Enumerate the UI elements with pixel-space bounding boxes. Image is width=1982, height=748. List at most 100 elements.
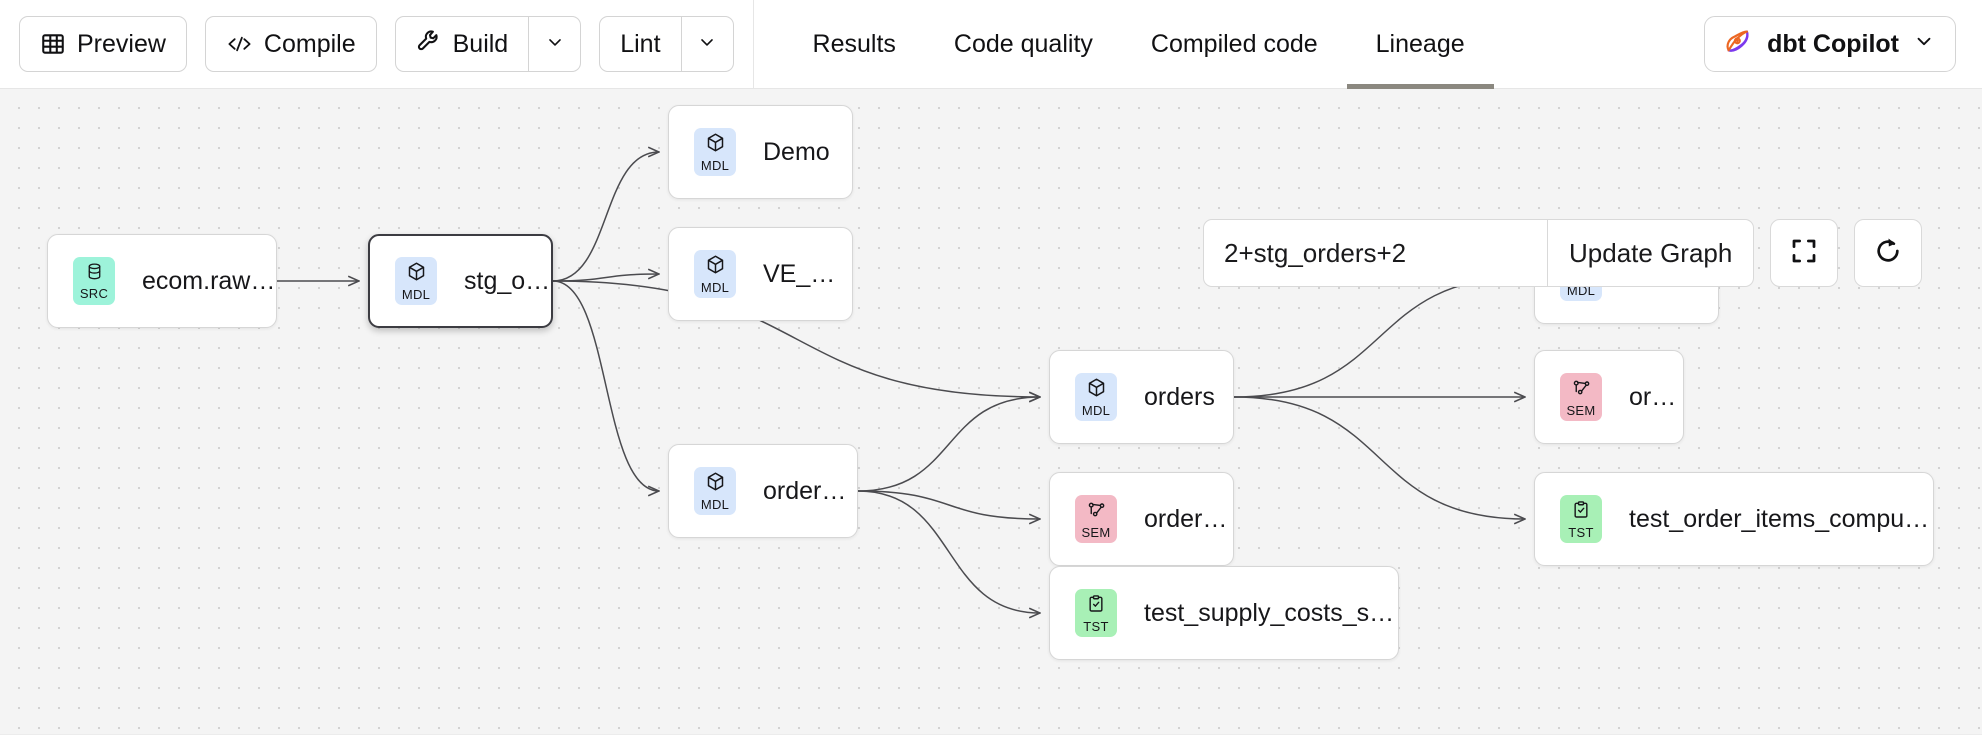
node-selector-input[interactable]: [1204, 220, 1547, 286]
node-type-label: SEM: [1566, 403, 1596, 418]
dbt-copilot-label: dbt Copilot: [1767, 29, 1899, 58]
lineage-edge-stg_orders-to-order_items: [552, 280, 659, 491]
lineage-node-label: Demo: [763, 137, 830, 166]
tab-lineage[interactable]: Lineage: [1346, 0, 1494, 89]
update-graph-button[interactable]: Update Graph: [1547, 220, 1753, 286]
tst-type-icon: [1086, 594, 1106, 619]
fullscreen-button[interactable]: [1770, 219, 1839, 287]
tab-underline-active: [1346, 83, 1494, 89]
node-type-label: SEM: [1081, 525, 1111, 540]
lineage-node-orders_mdl[interactable]: MDL orders: [1049, 350, 1234, 444]
lint-button[interactable]: Lint: [600, 17, 680, 71]
top-toolbar: Preview Compile Build: [0, 0, 1982, 89]
sem-badge: SEM: [1560, 373, 1602, 421]
build-dropdown-toggle[interactable]: [528, 17, 580, 71]
refresh-icon: [1872, 235, 1904, 272]
lint-split-button: Lint: [599, 16, 734, 72]
update-graph-label: Update Graph: [1569, 237, 1733, 268]
fullscreen-icon: [1789, 236, 1819, 271]
lineage-edges: [276, 89, 1982, 734]
node-type-label: MDL: [1081, 403, 1111, 418]
node-type-label: MDL: [401, 287, 431, 302]
mdl-badge: MDL: [694, 467, 736, 515]
lineage-node-test_order_items[interactable]: TST test_order_items_compute_to_bools_c…: [1534, 472, 1934, 566]
tab-code-quality[interactable]: Code quality: [925, 0, 1122, 89]
mdl-badge: MDL: [1075, 373, 1117, 421]
node-type-label: MDL: [700, 497, 730, 512]
lineage-node-ecom_raw_orders[interactable]: SRC ecom.raw_orders: [47, 234, 277, 328]
dbt-copilot-icon: [1723, 26, 1753, 63]
toolbar-divider: [752, 0, 754, 89]
mdl-badge: MDL: [395, 257, 437, 305]
mdl-type-icon: [1086, 377, 1107, 403]
mdl-type-icon: [705, 254, 726, 280]
tst-type-icon: [1571, 500, 1591, 525]
node-type-label: TST: [1083, 618, 1109, 634]
lineage-edge-orders_mdl-to-customers: [1233, 277, 1525, 398]
lineage-node-label: order_item: [1144, 504, 1233, 533]
lineage-edge-order_items-to-orders_mdl: [857, 397, 1040, 492]
mdl-badge: MDL: [694, 128, 736, 176]
lint-dropdown-toggle[interactable]: [680, 17, 733, 71]
lineage-node-test_supply[interactable]: TST test_supply_costs_sum_correctly: [1049, 566, 1399, 660]
mdl-badge: MDL: [694, 250, 736, 298]
build-button[interactable]: Build: [396, 17, 529, 71]
chevron-down-icon: [697, 32, 717, 57]
toolbar-right-group: dbt Copilot: [1704, 16, 1982, 72]
tab-compiled-code[interactable]: Compiled code: [1122, 0, 1347, 89]
preview-button[interactable]: Preview: [19, 16, 187, 72]
mdl-type-icon: [406, 261, 427, 287]
chevron-down-icon: [545, 32, 565, 57]
build-button-label: Build: [452, 29, 509, 58]
lineage-edge-stg_orders-to-orders_mdl: [552, 280, 1040, 397]
tab-lineage-label: Lineage: [1375, 29, 1465, 58]
lint-button-label: Lint: [620, 29, 661, 58]
src-badge: SRC: [73, 257, 115, 305]
sem-badge: SEM: [1075, 495, 1117, 543]
refresh-button[interactable]: [1854, 219, 1923, 287]
mdl-type-icon: [705, 471, 726, 497]
lineage-node-order_item_sem[interactable]: SEM order_item: [1049, 472, 1234, 566]
node-type-label: MDL: [700, 280, 730, 295]
tab-code-quality-label: Code quality: [953, 29, 1093, 58]
preview-button-label: Preview: [77, 29, 166, 58]
node-type-label: MDL: [700, 158, 730, 173]
node-type-label: TST: [1568, 524, 1594, 540]
tab-underline: [784, 84, 925, 89]
lineage-canvas[interactable]: SRCecom.raw_ordersMDLstg_ordersMDLDemoMD…: [0, 89, 1982, 734]
lineage-node-order_items[interactable]: MDL order_items: [668, 444, 858, 538]
tab-compiled-code-label: Compiled code: [1150, 29, 1318, 58]
tst-badge: TST: [1075, 589, 1117, 637]
lineage-node-label: orders: [1629, 382, 1683, 411]
compile-button-label: Compile: [263, 29, 356, 58]
src-type-icon: [85, 262, 104, 286]
lineage-node-label: order_items: [763, 476, 857, 505]
tab-underline: [1122, 84, 1347, 89]
chevron-down-icon: [1913, 30, 1935, 59]
lineage-node-ve_demo[interactable]: MDL VE_Demo: [668, 227, 853, 321]
lineage-node-orders_sem[interactable]: SEM orders: [1534, 350, 1684, 444]
node-selector-group: Update Graph: [1203, 219, 1755, 287]
lineage-node-label: ecom.raw_orders: [142, 266, 276, 295]
wrench-icon: [416, 28, 442, 61]
lineage-node-label: VE_Demo: [763, 259, 852, 288]
lineage-edge-stg_orders-to-demo: [552, 152, 659, 282]
node-type-label: MDL: [1566, 283, 1596, 298]
sem-type-icon: [1086, 499, 1107, 525]
lineage-node-label: orders: [1144, 382, 1215, 411]
sem-type-icon: [1571, 377, 1592, 403]
tab-results-label: Results: [812, 29, 896, 58]
code-icon: [226, 32, 253, 56]
lineage-node-demo[interactable]: MDL Demo: [668, 105, 853, 199]
graph-controls: Update Graph: [1203, 219, 1923, 287]
tab-results[interactable]: Results: [784, 0, 925, 89]
lineage-edge-orders_mdl-to-test_order_items: [1233, 396, 1525, 519]
compile-button[interactable]: Compile: [204, 16, 377, 72]
node-type-label: SRC: [79, 286, 109, 301]
dbt-copilot-button[interactable]: dbt Copilot: [1704, 16, 1956, 72]
table-icon: [40, 31, 66, 57]
lineage-node-label: test_supply_costs_sum_correctly: [1144, 598, 1398, 627]
lineage-node-label: test_order_items_compute_to_bools_c…: [1629, 504, 1933, 533]
mdl-type-icon: [705, 132, 726, 158]
